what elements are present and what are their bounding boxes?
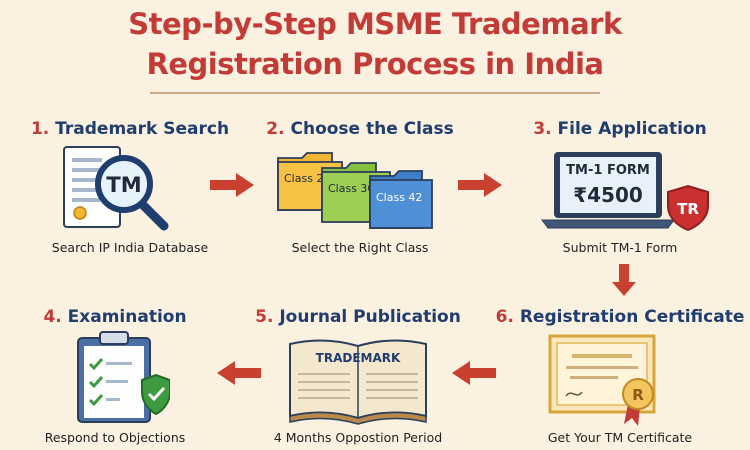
step-6-title: 6. Registration Certificate: [495, 306, 745, 328]
page-title-line-1: Step-by-Step MSME Trademark: [128, 7, 622, 41]
step-5-number: 5.: [255, 307, 274, 327]
step-6-label: Registration Certificate: [519, 307, 745, 327]
step-1-caption: Search IP India Database: [51, 240, 209, 255]
step-3-title: 3. File Application: [495, 118, 745, 140]
magnifier-document-icon: TM: [63, 146, 169, 231]
step-1-label: Trademark Search: [55, 119, 230, 139]
arrow-right-icon: [458, 173, 502, 197]
form-name-text: TM-1 FORM: [566, 163, 650, 178]
step-4-label: Examination: [67, 307, 187, 327]
step-4-title: 4. Examination: [0, 306, 240, 328]
step-3-caption: Submit TM-1 Form: [562, 240, 678, 255]
folders-icon: Class 2 Class 30 Class 42: [277, 152, 433, 229]
step-2-title: 2. Choose the Class: [235, 118, 485, 140]
book-label-text: TRADEMARK: [316, 351, 401, 365]
folder-label-3: Class 42: [376, 191, 422, 204]
page-title-line-2: Registration Process in India: [146, 47, 604, 81]
laptop-icon: TM-1 FORM ₹4500 TR: [541, 152, 709, 232]
shield-text: TR: [677, 200, 699, 218]
step-3-label: File Application: [557, 119, 707, 139]
step-2-number: 2.: [266, 119, 285, 139]
arrow-left-icon: [452, 361, 496, 385]
tm-badge-text: TM: [106, 173, 141, 197]
step-1-title: 1. Trademark Search: [5, 118, 255, 140]
step-4-caption: Respond to Objections: [44, 430, 186, 445]
arrow-left-icon: [217, 361, 261, 385]
arrow-down-icon: [612, 264, 636, 296]
arrow-right-icon: [210, 173, 254, 197]
step-5-label: Journal Publication: [279, 307, 461, 327]
clipboard-check-icon: [77, 331, 170, 423]
step-4-number: 4.: [43, 307, 62, 327]
step-1-number: 1.: [30, 119, 50, 139]
folder-label-2: Class 30: [328, 182, 374, 195]
certificate-icon: R: [548, 334, 656, 426]
step-5-caption: 4 Months Oppostion Period: [273, 430, 443, 445]
step-2-caption: Select the Right Class: [291, 240, 429, 255]
title-divider: [150, 92, 600, 94]
folder-label-1: Class 2: [284, 172, 323, 185]
seal-text: R: [632, 386, 644, 404]
step-6-caption: Get Your TM Certificate: [547, 430, 693, 445]
step-3-number: 3.: [533, 119, 552, 139]
fee-text: ₹4500: [573, 183, 643, 207]
step-5-title: 5. Journal Publication: [233, 306, 483, 328]
open-book-icon: TRADEMARK: [289, 339, 427, 425]
step-2-label: Choose the Class: [290, 119, 454, 139]
step-6-number: 6.: [495, 307, 514, 327]
